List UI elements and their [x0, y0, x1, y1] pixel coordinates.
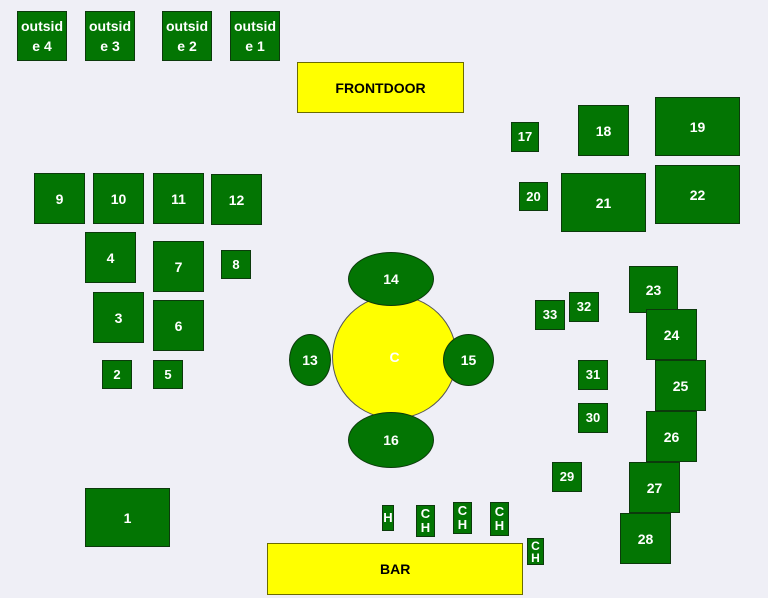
table-10[interactable]: 10 [93, 173, 144, 224]
table-11[interactable]: 11 [153, 173, 204, 224]
table-31[interactable]: 31 [578, 360, 608, 390]
table-28[interactable]: 28 [620, 513, 671, 564]
table-5[interactable]: 5 [153, 360, 183, 389]
table-16[interactable]: 16 [348, 412, 434, 468]
table-17[interactable]: 17 [511, 122, 539, 152]
table-4[interactable]: 4 [85, 232, 136, 283]
table-23[interactable]: 23 [629, 266, 678, 313]
table-8[interactable]: 8 [221, 250, 251, 279]
bar-stool[interactable]: H [382, 505, 394, 531]
table-6[interactable]: 6 [153, 300, 204, 351]
table-25[interactable]: 25 [655, 360, 706, 411]
table-20[interactable]: 20 [519, 182, 548, 211]
table-12[interactable]: 12 [211, 174, 262, 225]
table-outside-1[interactable]: outsid e 1 [230, 11, 280, 61]
frontdoor: FRONTDOOR [297, 62, 464, 113]
table-29[interactable]: 29 [552, 462, 582, 492]
center-round-table: C [332, 295, 457, 419]
table-19[interactable]: 19 [655, 97, 740, 156]
table-9[interactable]: 9 [34, 173, 85, 224]
table-2[interactable]: 2 [102, 360, 132, 389]
table-24[interactable]: 24 [646, 309, 697, 360]
bar-stool[interactable]: C H [453, 502, 472, 534]
bar-stool[interactable]: C H [416, 505, 435, 537]
table-13[interactable]: 13 [289, 334, 331, 386]
table-1[interactable]: 1 [85, 488, 170, 547]
table-27[interactable]: 27 [629, 462, 680, 513]
bar-stool[interactable]: C H [527, 538, 544, 565]
table-33[interactable]: 33 [535, 300, 565, 330]
table-outside-4[interactable]: outsid e 4 [17, 11, 67, 61]
table-15[interactable]: 15 [443, 334, 494, 386]
table-3[interactable]: 3 [93, 292, 144, 343]
table-outside-3[interactable]: outsid e 3 [85, 11, 135, 61]
table-26[interactable]: 26 [646, 411, 697, 462]
table-outside-2[interactable]: outsid e 2 [162, 11, 212, 61]
table-18[interactable]: 18 [578, 105, 629, 156]
table-7[interactable]: 7 [153, 241, 204, 292]
bar-stool[interactable]: C H [490, 502, 509, 536]
bar: BAR [267, 543, 523, 595]
table-32[interactable]: 32 [569, 292, 599, 322]
table-21[interactable]: 21 [561, 173, 646, 232]
table-30[interactable]: 30 [578, 403, 608, 433]
table-14[interactable]: 14 [348, 252, 434, 306]
table-22[interactable]: 22 [655, 165, 740, 224]
